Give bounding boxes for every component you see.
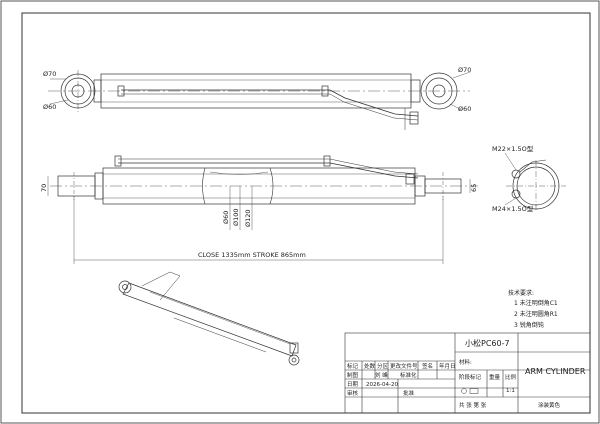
dim-top-left-outer: Ø70	[43, 70, 56, 78]
dim-top-right-outer: Ø70	[458, 66, 471, 74]
row-date: 日期	[347, 381, 359, 388]
stage-label: 阶段标记	[459, 373, 482, 381]
weight-label: 重量	[489, 373, 501, 381]
dim-bore-large: Ø120	[244, 209, 252, 227]
scale-label: 比例	[505, 373, 517, 381]
col-date: 年月日	[439, 362, 456, 370]
scale-value: 1:1	[506, 388, 515, 394]
top-view	[48, 70, 470, 130]
part-name: ARM CYLINDER	[525, 367, 586, 376]
dim-bore-medium: Ø100	[232, 208, 240, 226]
note-item-3: 3 锐角倒钝	[514, 321, 544, 329]
model-name: 小松PC60-7	[465, 338, 510, 348]
designer-name: 刘 峰	[375, 371, 388, 379]
note-item-2: 2 未注明圆角R1	[514, 310, 558, 318]
dim-side-left-height: 70	[40, 184, 48, 192]
approve-label: 批准	[403, 389, 415, 397]
col-count: 处数	[364, 362, 376, 370]
finish-note: 涂装黄色	[538, 401, 561, 409]
col-mark: 标记	[347, 362, 359, 370]
end-view	[506, 159, 566, 212]
port-upper-thread: M22×1.5O型	[492, 144, 534, 153]
date-value: 2026-04-20	[366, 382, 398, 388]
row-design: 制图	[347, 371, 359, 379]
row-review: 审核	[347, 389, 359, 397]
dim-top-right-inner: Ø60	[458, 105, 471, 113]
dim-bore-small: Ø60	[222, 211, 230, 224]
title-block	[344, 332, 591, 414]
dim-side-right-height: 65	[470, 184, 478, 192]
std-label: 标准化	[400, 371, 417, 379]
notes-title: 技术要求:	[508, 289, 534, 297]
col-change-doc: 更改文件号	[390, 362, 418, 370]
dim-top-left-inner: Ø60	[43, 103, 56, 111]
drawing-border	[21, 12, 591, 414]
projection-symbol	[461, 388, 479, 394]
sheet-count: 共 张 第 张	[459, 401, 487, 409]
cylinder-eye-right	[420, 72, 458, 110]
col-zone: 分区	[377, 362, 389, 370]
dim-close-stroke: CLOSE 1335mm STROKE 865mm	[198, 251, 306, 259]
col-sign: 签名	[422, 362, 433, 370]
isometric-view	[118, 271, 300, 366]
side-view	[50, 155, 478, 205]
port-lower-thread: M24×1.5O型	[492, 204, 534, 213]
material-label: 材料:	[459, 358, 472, 366]
note-item-1: 1 未注明倒角C1	[514, 299, 558, 307]
